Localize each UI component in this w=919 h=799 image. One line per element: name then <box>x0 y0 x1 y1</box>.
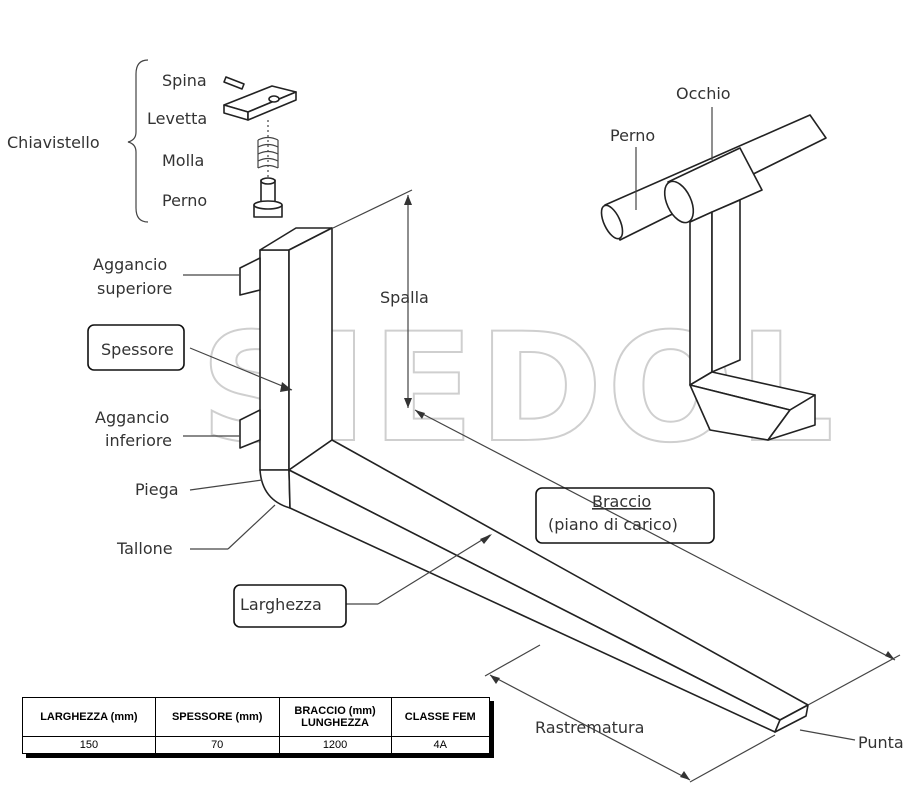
braccio-box <box>535 487 715 544</box>
cell-spessore: 70 <box>154 736 280 754</box>
label-occhio: Occhio <box>676 84 731 103</box>
label-spessore: Spessore <box>101 340 174 359</box>
eye-detail <box>600 114 827 441</box>
dimension-lines <box>183 107 901 783</box>
cell-larghezza: 150 <box>22 736 156 754</box>
label-punta: Punta <box>858 733 904 752</box>
braccio-blade <box>288 439 809 721</box>
label-aggancio-superiore-1: Aggancio <box>93 255 167 274</box>
larghezza-box <box>233 584 347 628</box>
label-piano-di-carico: (piano di carico) <box>548 515 678 534</box>
label-piega: Piega <box>135 480 179 499</box>
table-row: 150 70 1200 4A <box>22 736 491 754</box>
label-aggancio-superiore-2: superiore <box>97 279 172 298</box>
spina-part <box>223 76 245 90</box>
molla-part <box>257 136 279 169</box>
label-tallone: Tallone <box>116 539 173 558</box>
spessore-box <box>87 324 185 371</box>
label-spalla: Spalla <box>380 288 429 307</box>
label-spina: Spina <box>162 71 207 90</box>
label-braccio: Braccio <box>592 492 651 511</box>
label-levetta: Levetta <box>147 109 207 128</box>
label-perno-left: Perno <box>162 191 207 210</box>
label-larghezza: Larghezza <box>240 595 322 614</box>
spec-table: LARGHEZZA (mm) SPESSORE (mm) BRACCIO (mm… <box>22 697 491 754</box>
chiavistello-brace <box>127 59 149 223</box>
tallone-part <box>259 469 291 509</box>
cell-classe-fem: 4A <box>390 736 491 754</box>
punta-part <box>774 704 809 733</box>
header-classe-fem: CLASSE FEM <box>390 697 491 737</box>
aggancio-superiore-hook <box>239 257 261 296</box>
label-aggancio-inferiore-2: inferiore <box>105 431 172 450</box>
header-braccio: BRACCIO (mm)LUNGHEZZA <box>278 697 392 737</box>
cell-braccio: 1200 <box>278 736 392 754</box>
label-chiavistello: Chiavistello <box>7 133 100 152</box>
spec-table-header-row: LARGHEZZA (mm) SPESSORE (mm) BRACCIO (mm… <box>22 697 491 737</box>
perno-part <box>253 177 283 218</box>
header-larghezza: LARGHEZZA (mm) <box>22 697 156 737</box>
label-rastrematura: Rastrematura <box>535 718 644 737</box>
latch-assembly <box>127 59 297 223</box>
label-perno-right: Perno <box>610 126 655 145</box>
label-molla: Molla <box>162 151 204 170</box>
label-aggancio-inferiore-1: Aggancio <box>95 408 169 427</box>
header-spessore: SPESSORE (mm) <box>154 697 280 737</box>
aggancio-inferiore-hook <box>239 409 261 449</box>
